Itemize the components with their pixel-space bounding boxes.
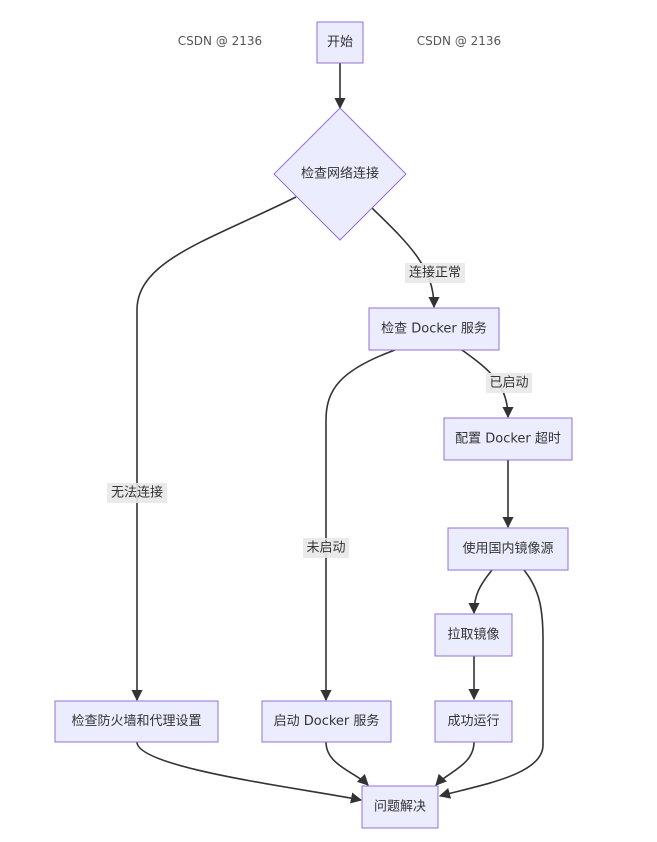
svg-text:配置 Docker 超时: 配置 Docker 超时: [455, 432, 561, 447]
edge-docker-to-start: [320, 349, 396, 702]
edge-start-to-resolved: [325, 741, 369, 786]
svg-text:启动 Docker 服务: 启动 Docker 服务: [274, 713, 380, 729]
svg-text:使用国内镜像源: 使用国内镜像源: [462, 541, 553, 557]
node-start-docker: 启动 Docker 服务: [261, 700, 392, 743]
edge-network-to-firewall: [131, 196, 297, 702]
svg-text:成功运行: 成功运行: [447, 714, 499, 729]
edge-mirror-to-pull: [468, 569, 493, 615]
edge-label-no-connection: 无法连接: [107, 483, 167, 503]
node-use-mirror: 使用国内镜像源: [447, 527, 569, 571]
svg-text:未启动: 未启动: [306, 541, 345, 556]
edge-firewall-to-resolved: [136, 741, 363, 804]
watermark-right: CSDN @ 2136: [417, 34, 501, 48]
svg-text:拉取镜像: 拉取镜像: [447, 628, 499, 643]
edges: [131, 63, 544, 804]
node-run-success: 成功运行: [434, 700, 513, 743]
svg-text:检查 Docker 服务: 检查 Docker 服务: [381, 321, 487, 337]
svg-text:无法连接: 无法连接: [111, 485, 163, 501]
node-resolved: 问题解决: [361, 785, 439, 829]
edge-label-started: 已启动: [486, 373, 532, 393]
svg-text:检查网络连接: 检查网络连接: [301, 166, 379, 182]
node-config-timeout: 配置 Docker 超时: [443, 417, 573, 461]
edge-mirror-to-resolved: [438, 569, 544, 799]
svg-text:已启动: 已启动: [489, 376, 528, 391]
watermark-left: CSDN @ 2136: [178, 34, 262, 48]
svg-text:连接正常: 连接正常: [409, 265, 461, 281]
node-check-docker: 检查 Docker 服务: [368, 307, 500, 351]
svg-text:问题解决: 问题解决: [374, 800, 426, 815]
svg-text:开始: 开始: [327, 35, 353, 50]
edge-network-to-docker: [371, 207, 440, 309]
svg-text:检查防火墙和代理设置: 检查防火墙和代理设置: [71, 713, 201, 729]
edge-label-connected: 连接正常: [405, 263, 465, 283]
node-pull-image: 拉取镜像: [434, 613, 513, 657]
node-start: 开始: [316, 21, 364, 64]
edge-label-not-started: 未启动: [303, 538, 349, 558]
edge-success-to-resolved: [435, 741, 475, 786]
node-check-firewall: 检查防火墙和代理设置: [54, 700, 219, 743]
node-check-network: 检查网络连接: [273, 107, 407, 241]
